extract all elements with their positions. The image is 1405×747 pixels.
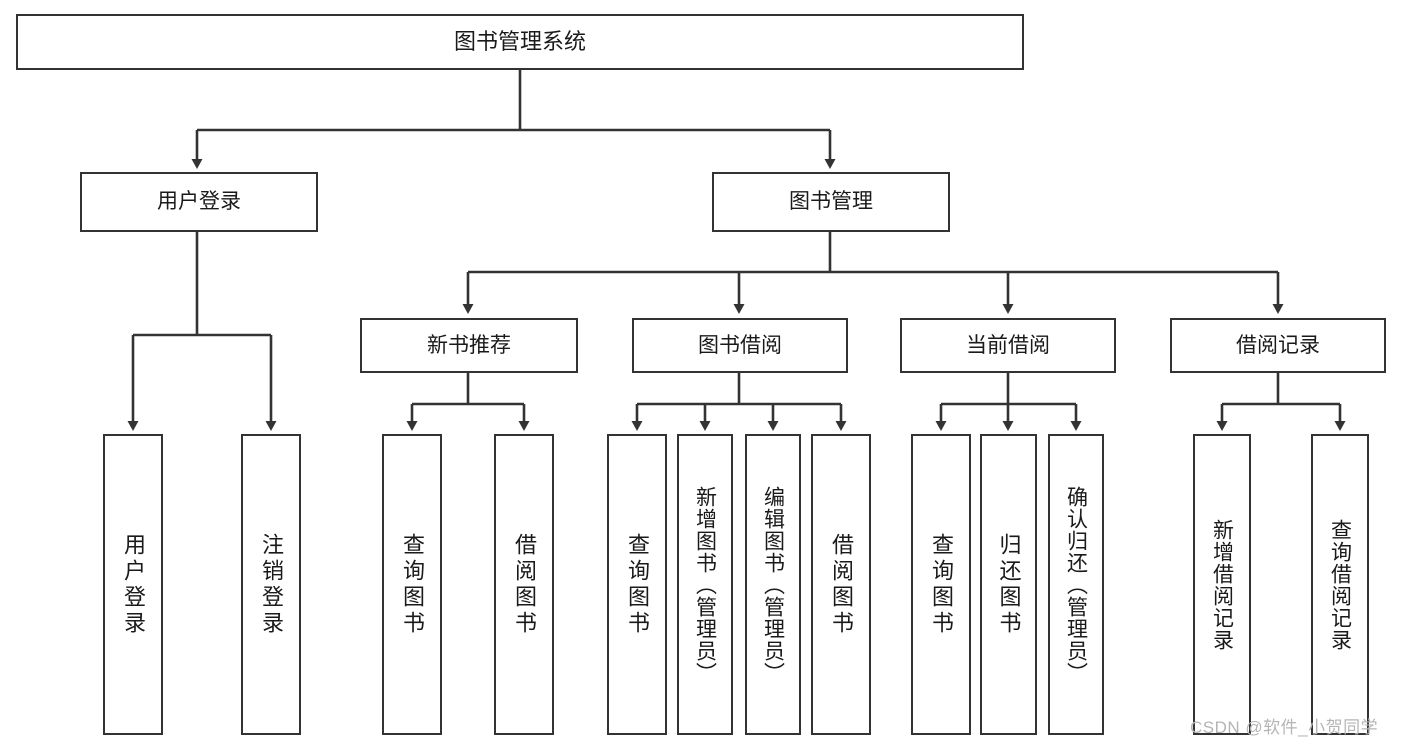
node-label: 用户登录 — [157, 190, 241, 214]
leaf-current-borrow-query[interactable]: 查询图书 — [911, 434, 971, 735]
node-label: 新书推荐 — [427, 333, 511, 357]
leaf-book-borrow-borrow[interactable]: 借阅图书 — [811, 434, 871, 735]
leaf-user-login-login[interactable]: 用户登录 — [103, 434, 163, 735]
node-label: 图书借阅 — [698, 333, 782, 357]
leaf-book-borrow-query[interactable]: 查询图书 — [607, 434, 667, 735]
node-label: 借阅记录 — [1236, 333, 1320, 357]
node-current-borrow[interactable]: 当前借阅 — [900, 318, 1116, 373]
leaf-new-book-query[interactable]: 查询图书 — [382, 434, 442, 735]
node-root-book-management-system[interactable]: 图书管理系统 — [16, 14, 1024, 70]
csdn-watermark: CSDN @软件_小贺同学 — [1190, 718, 1379, 737]
node-label: 新增图书（管理员） — [693, 485, 717, 684]
node-label: 查询图书 — [929, 532, 954, 637]
leaf-borrow-records-query[interactable]: 查询借阅记录 — [1311, 434, 1369, 735]
node-label: 图书管理 — [789, 190, 873, 214]
leaf-current-borrow-return[interactable]: 归还图书 — [980, 434, 1037, 735]
node-book-borrow[interactable]: 图书借阅 — [632, 318, 848, 373]
node-user-login[interactable]: 用户登录 — [80, 172, 318, 232]
leaf-book-borrow-add-admin[interactable]: 新增图书（管理员） — [677, 434, 733, 735]
node-label: 借阅图书 — [512, 532, 537, 637]
node-label: 确认归还（管理员） — [1064, 485, 1088, 684]
node-label: 归还图书 — [996, 532, 1022, 637]
node-label: 用户登录 — [121, 532, 146, 637]
node-new-book-recommend[interactable]: 新书推荐 — [360, 318, 578, 373]
node-label: 查询图书 — [400, 532, 425, 637]
leaf-new-book-borrow[interactable]: 借阅图书 — [494, 434, 554, 735]
node-label: 借阅图书 — [829, 532, 854, 637]
node-label: 图书管理系统 — [453, 28, 586, 54]
leaf-user-login-logout[interactable]: 注销登录 — [241, 434, 301, 735]
leaf-borrow-records-add[interactable]: 新增借阅记录 — [1193, 434, 1251, 735]
node-book-management[interactable]: 图书管理 — [712, 172, 950, 232]
node-label: 注销登录 — [259, 532, 284, 637]
node-label: 当前借阅 — [966, 333, 1050, 357]
node-borrow-records[interactable]: 借阅记录 — [1170, 318, 1386, 373]
node-label: 新增借阅记录 — [1210, 518, 1234, 651]
node-label: 查询图书 — [625, 532, 650, 637]
leaf-current-borrow-confirm-return-admin[interactable]: 确认归还（管理员） — [1048, 434, 1104, 735]
leaf-book-borrow-edit-admin[interactable]: 编辑图书（管理员） — [745, 434, 801, 735]
node-label: 编辑图书（管理员） — [761, 485, 785, 684]
node-label: 查询借阅记录 — [1328, 518, 1352, 651]
